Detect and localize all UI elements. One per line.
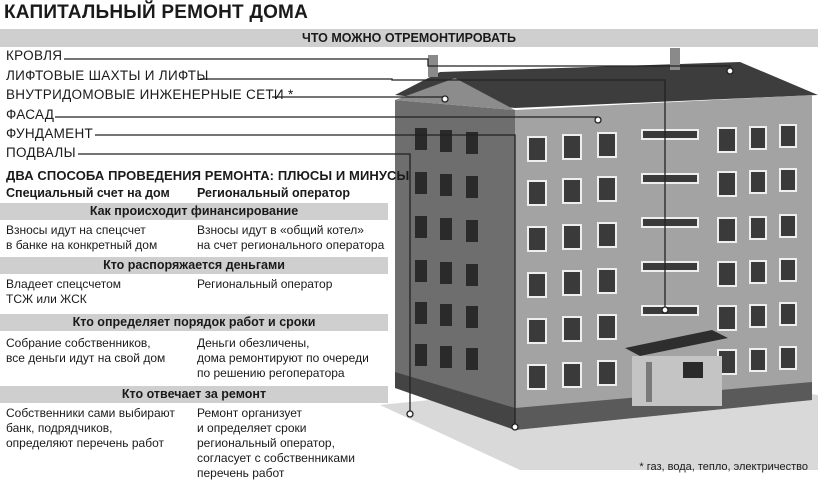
part-label-facade: ФАСАД — [6, 107, 55, 122]
part-label-basements: ПОДВАЛЫ — [6, 145, 76, 160]
responsibility-right: Ремонт организует и определяет сроки рег… — [197, 406, 355, 480]
section-title-order-and-terms: Кто определяет порядок работ и сроки — [0, 314, 388, 331]
column-header-regional-operator: Региональный оператор — [197, 186, 350, 200]
column-header-special-account: Специальный счет на дом — [6, 186, 170, 200]
financing-right: Взносы идут в «общий котел» на счет реги… — [197, 223, 385, 252]
part-label-elevators: ЛИФТОВЫЕ ШАХТЫ И ЛИФТЫ — [6, 68, 209, 83]
financing-left: Взносы идут на спецсчет в банке на конкр… — [6, 223, 158, 252]
money-control-left: Владеет спецсчетом ТСЖ или ЖСК — [6, 277, 122, 306]
comparison-heading: ДВА СПОСОБА ПРОВЕДЕНИЯ РЕМОНТА: ПЛЮСЫ И … — [6, 168, 410, 183]
responsibility-left: Собственники сами выбирают банк, подрядч… — [6, 406, 175, 450]
section-title-responsibility: Кто отвечает за ремонт — [0, 386, 388, 403]
order-and-terms-right: Деньги обезличены, дома ремонтируют по о… — [197, 336, 369, 380]
part-label-foundation: ФУНДАМЕНТ — [6, 126, 94, 141]
section-title-financing: Как происходит финансирование — [0, 203, 388, 220]
order-and-terms-left: Собрание собственников, все деньги идут … — [6, 336, 166, 365]
footnote: * газ, вода, тепло, электричество — [639, 461, 808, 473]
money-control-right: Региональный оператор — [197, 277, 333, 291]
page-title: КАПИТАЛЬНЫЙ РЕМОНТ ДОМА — [4, 2, 309, 23]
subtitle-bar: ЧТО МОЖНО ОТРЕМОНТИРОВАТЬ — [0, 29, 818, 47]
part-label-engineering: ВНУТРИДОМОВЫЕ ИНЖЕНЕРНЫЕ СЕТИ * — [6, 87, 294, 102]
section-title-money-control: Кто распоряжается деньгами — [0, 257, 388, 274]
part-label-roof: КРОВЛЯ — [6, 48, 63, 63]
